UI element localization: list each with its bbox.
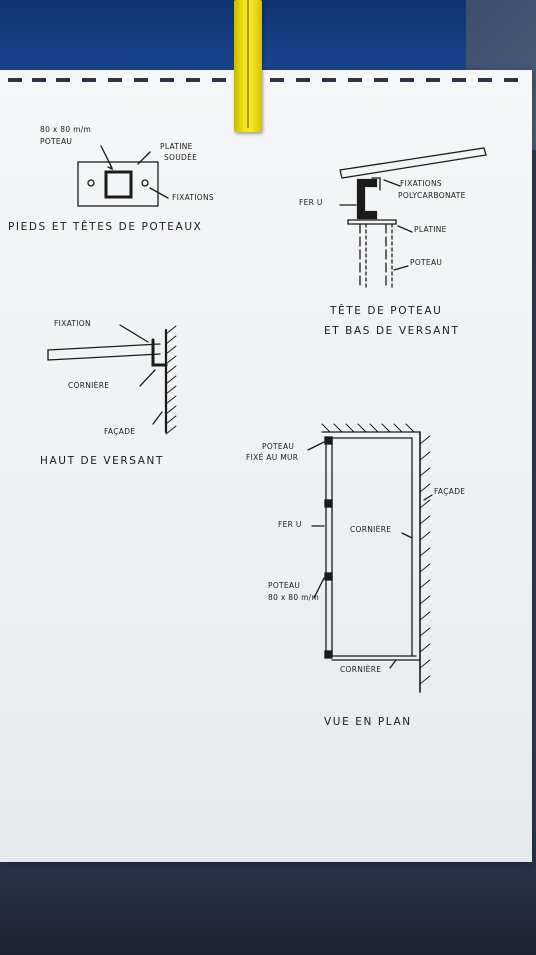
label-poteau-plan-2: 80 x 80 m/m [268,593,320,602]
sketch-paper [0,70,532,862]
label-fixations-poly-2: POLYCARBONATE [398,191,466,200]
label-fixations-poly-1: FIXATIONS [400,179,442,188]
title-tete-de-poteau: TÊTE DE POTEAU [330,305,443,317]
label-fer-u-plan: FER U [278,520,302,529]
spiral-binding-holes [8,78,518,82]
title-pieds-et-tetes: PIEDS ET TÊTES DE POTEAUX [8,221,203,233]
sketch-tete-poteau [339,147,487,289]
label-facade-left: FAÇADE [104,427,136,436]
label-fixation: FIXATION [54,319,91,328]
label-platine-soudee-2: SOUDÉE [164,153,198,162]
label-platine: PLATINE [414,225,447,234]
sketch-pied-poteau [77,145,169,207]
label-corniere-plan-bottom: CORNIÈRE [340,665,382,674]
label-facade-plan: FAÇADE [434,487,466,496]
title-vue-en-plan: VUE EN PLAN [324,716,412,728]
label-poteau-fixe-1: POTEAU [262,442,295,451]
label-fer-u: FER U [299,198,323,207]
label-fixations-left: FIXATIONS [172,193,214,202]
label-poteau-top: POTEAU [40,137,73,146]
clothespin-groove [247,0,249,128]
title-haut-de-versant: HAUT DE VERSANT [40,455,164,467]
title-bas-de-versant: ET BAS DE VERSANT [324,325,460,337]
label-dimension-top: 80 x 80 m/m [40,125,92,134]
label-corniere-plan-right: CORNIÈRE [350,525,392,534]
label-poteau-plan-1: POTEAU [268,581,301,590]
sketch-vue-en-plan [307,423,433,693]
label-corniere-left: CORNIÈRE [68,381,110,390]
label-poteau-fixe-2: FIXÉ AU MUR [246,453,299,462]
sketch-haut-versant [47,324,177,435]
label-poteau-right: POTEAU [410,258,443,267]
label-platine-soudee-1: PLATINE [160,142,193,151]
